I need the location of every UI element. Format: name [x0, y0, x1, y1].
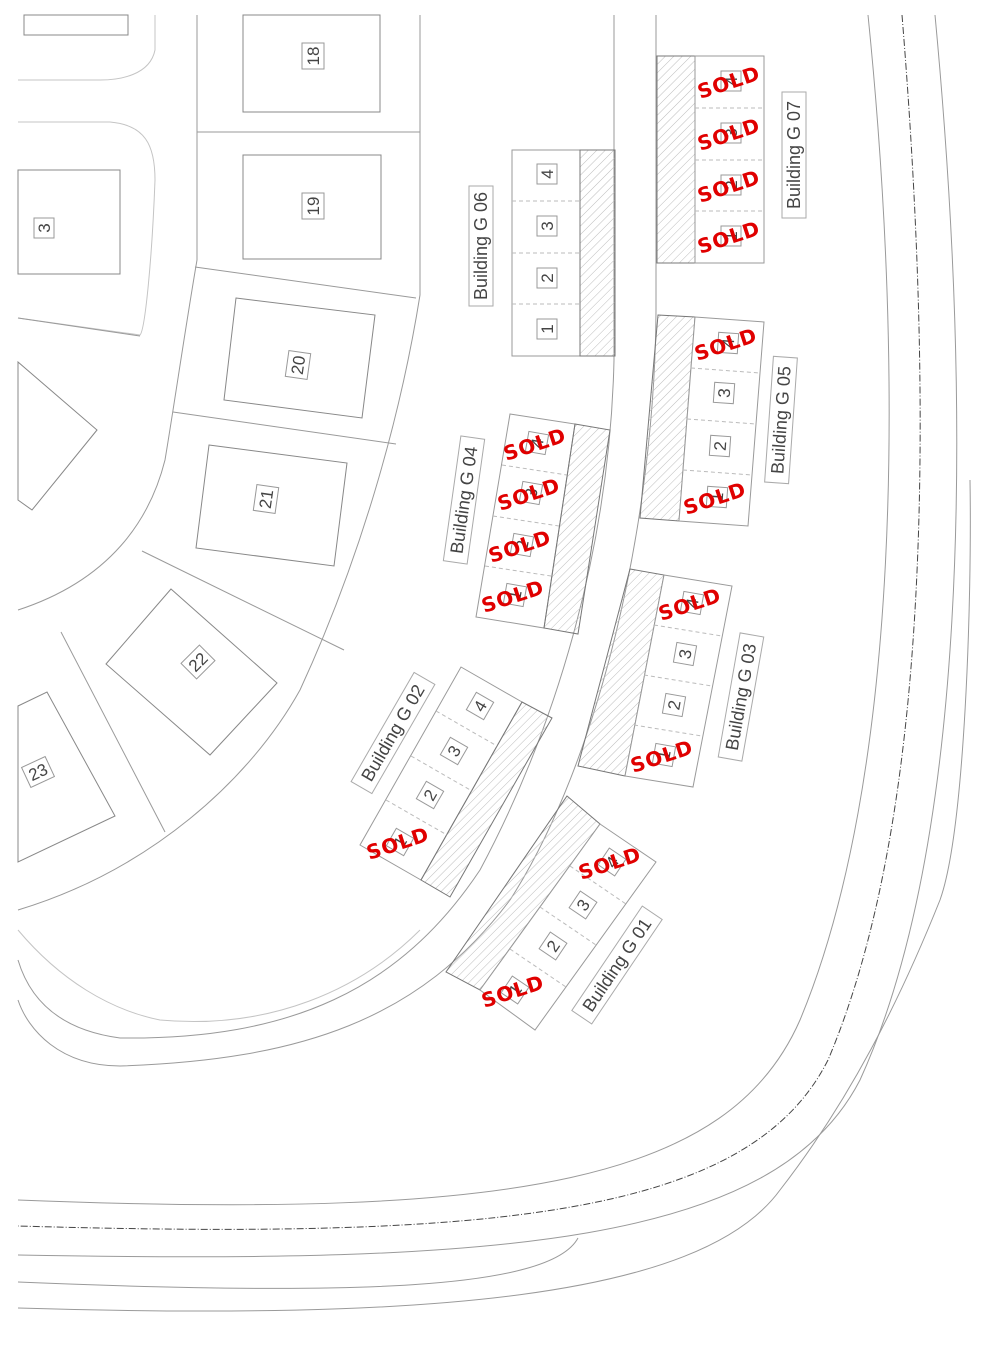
- unit-g01-2[interactable]: 2: [538, 931, 568, 961]
- unit-number-box: [720, 122, 742, 144]
- lot-labels: 18 19 3 20 21 22 23: [20, 42, 325, 789]
- unit-number: 2: [512, 539, 532, 552]
- unit-g02-2[interactable]: 2: [415, 780, 445, 810]
- unit-number-box: [536, 215, 558, 237]
- svg-text:Building G 03: Building G 03: [722, 642, 760, 752]
- unit-g07-2[interactable]: 2: [720, 174, 742, 196]
- lot-18-label[interactable]: 18: [301, 42, 325, 70]
- unit-number-box: [536, 318, 558, 340]
- unit-number: 3: [521, 487, 541, 500]
- unit-number-box: [651, 742, 677, 768]
- building-g04-label[interactable]: Building G 04: [442, 435, 486, 565]
- unit-g04-4[interactable]: 4: [524, 430, 550, 456]
- lot-19-label[interactable]: 19: [301, 192, 325, 220]
- unit-number-box: [465, 691, 495, 721]
- unit-number: 4: [722, 76, 741, 85]
- unit-number: 3: [538, 221, 557, 230]
- unit-g07-3[interactable]: 3: [720, 122, 742, 144]
- unit-number-box: [716, 331, 740, 355]
- unit-number: 1: [505, 589, 525, 602]
- unit-g01-4[interactable]: 4: [597, 847, 627, 877]
- unit-number-box: [415, 780, 445, 810]
- unit-g03-4[interactable]: 4: [679, 590, 705, 616]
- unit-number-box: [500, 975, 530, 1005]
- unit-number-box: [502, 582, 528, 608]
- unit-number: 1: [722, 231, 741, 240]
- unit-number-box: [439, 736, 469, 766]
- lot-23-label[interactable]: 23: [20, 755, 56, 789]
- lot-22-label[interactable]: 22: [180, 644, 216, 680]
- unit-g02-1[interactable]: 1: [385, 827, 415, 857]
- unit-g06-4[interactable]: 4: [536, 163, 558, 185]
- building-g06-label[interactable]: Building G 06: [468, 185, 494, 307]
- unit-number: 1: [538, 324, 557, 333]
- unit-g03-3[interactable]: 3: [672, 641, 698, 667]
- unit-g01-3[interactable]: 3: [568, 890, 598, 920]
- unit-number-box: [679, 590, 705, 616]
- svg-text:21: 21: [256, 488, 277, 509]
- road-lines: [17, 14, 971, 1312]
- unit-g04-3[interactable]: 3: [518, 480, 544, 506]
- unit-number: 3: [722, 128, 741, 137]
- unit-number-box: [597, 847, 627, 877]
- unit-number-box: [509, 532, 535, 558]
- unit-number-box: [524, 430, 550, 456]
- unit-number: 4: [538, 169, 557, 178]
- unit-number-box: [661, 692, 687, 718]
- unit-number-box: [705, 485, 729, 509]
- unit-g02-3[interactable]: 3: [439, 736, 469, 766]
- unit-number-box: [385, 827, 415, 857]
- svg-text:Building G 07: Building G 07: [784, 101, 804, 209]
- svg-text:Building G 06: Building G 06: [471, 192, 491, 300]
- svg-text:18: 18: [304, 47, 323, 66]
- unit-number-box: [536, 163, 558, 185]
- unit-g05-2[interactable]: 2: [708, 434, 732, 458]
- building-g07-label[interactable]: Building G 07: [781, 91, 807, 219]
- unit-number: 4: [719, 338, 739, 349]
- unit-number-box: [568, 890, 598, 920]
- lot-21-label[interactable]: 21: [252, 484, 280, 514]
- unit-number-box: [518, 480, 544, 506]
- building-g05-label[interactable]: Building G 05: [764, 355, 798, 485]
- unit-g03-1[interactable]: 1: [651, 742, 677, 768]
- lot-20-label[interactable]: 20: [284, 350, 312, 380]
- unit-g06-3[interactable]: 3: [536, 215, 558, 237]
- unit-number-box: [720, 174, 742, 196]
- unit-g06-1[interactable]: 1: [536, 318, 558, 340]
- unit-number-box: [720, 70, 742, 92]
- unit-number: 1: [654, 749, 674, 762]
- unit-g04-1[interactable]: 1: [502, 582, 528, 608]
- unit-g06-2[interactable]: 2: [536, 267, 558, 289]
- unit-number: 4: [682, 597, 702, 610]
- unit-number-box: [538, 931, 568, 961]
- unit-number: 3: [675, 648, 695, 661]
- unit-number: 2: [664, 699, 684, 712]
- svg-text:20: 20: [288, 354, 309, 375]
- unit-g05-3[interactable]: 3: [712, 381, 736, 405]
- unit-g01-1[interactable]: 1: [500, 975, 530, 1005]
- unit-number-box: [712, 381, 736, 405]
- unit-number-box: [708, 434, 732, 458]
- unit-g04-2[interactable]: 2: [509, 532, 535, 558]
- unit-g07-1[interactable]: 1: [720, 225, 742, 247]
- unit-number: 2: [722, 180, 741, 189]
- svg-text:19: 19: [304, 197, 323, 216]
- unit-number-box: [672, 641, 698, 667]
- unit-number-box: [536, 267, 558, 289]
- unit-g05-1[interactable]: 1: [705, 485, 729, 509]
- svg-text:3: 3: [35, 223, 54, 232]
- unit-number: 2: [711, 441, 731, 452]
- unit-number: 3: [715, 388, 735, 399]
- building-g03-label[interactable]: Building G 03: [717, 632, 765, 762]
- unit-number: 4: [527, 437, 547, 450]
- unit-number: 2: [538, 273, 557, 282]
- unit-number-box: [720, 225, 742, 247]
- unit-g05-4[interactable]: 4: [716, 331, 740, 355]
- unit-g02-4[interactable]: 4: [465, 691, 495, 721]
- unit-g07-4[interactable]: 4: [720, 70, 742, 92]
- unit-g03-2[interactable]: 2: [661, 692, 687, 718]
- unit-number: 1: [708, 492, 728, 503]
- lot-3-label[interactable]: 3: [33, 217, 55, 239]
